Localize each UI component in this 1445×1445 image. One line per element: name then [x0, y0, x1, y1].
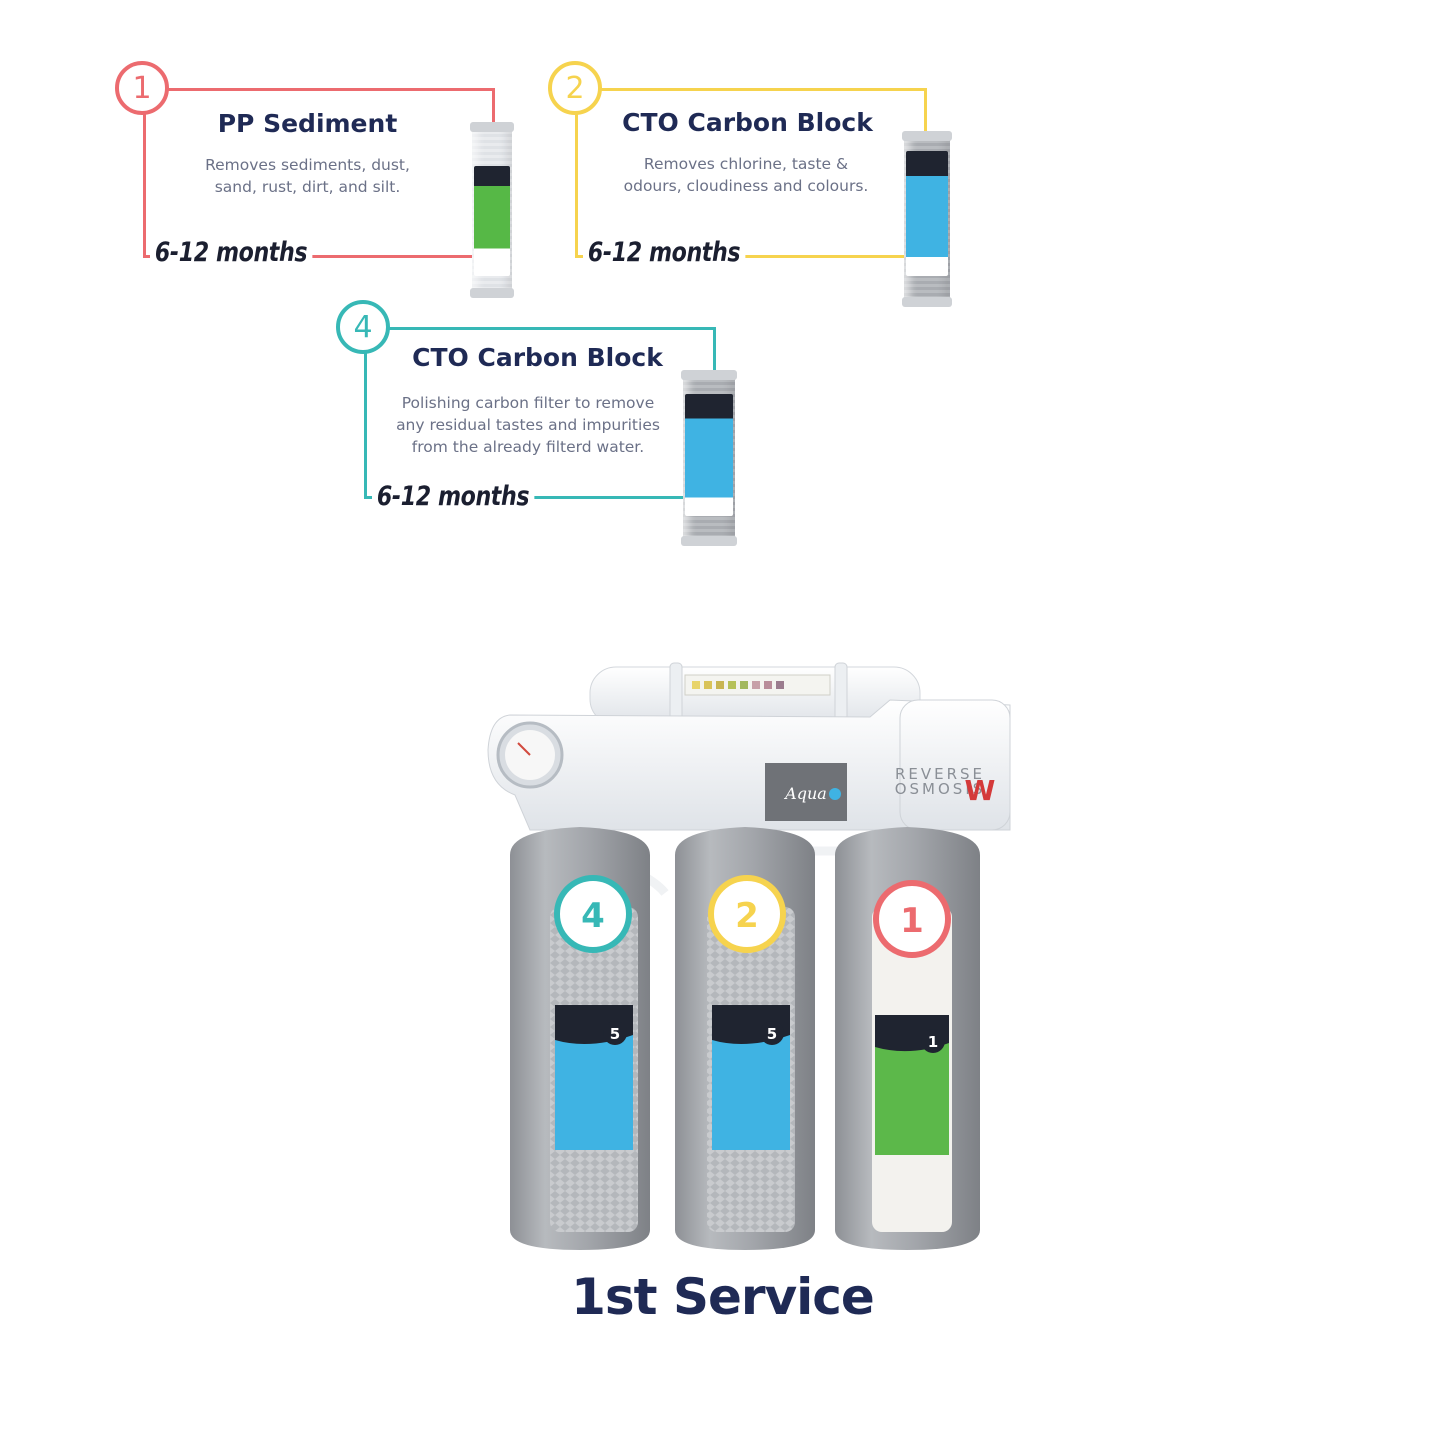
card-4-number-badge: 4 — [336, 300, 390, 354]
reverse-osmosis-unit-image: Aqua REVERSE OSMOSIS W 5 5 1 4 2 1 — [487, 662, 1011, 1250]
card-2-title: CTO Carbon Block — [622, 108, 873, 137]
card-4-title: CTO Carbon Block — [412, 343, 663, 372]
card-1-number: 1 — [132, 70, 152, 106]
unit-badge-2: 2 — [735, 896, 759, 936]
card-4-description: Polishing carbon filter to remove any re… — [396, 394, 660, 456]
card-4-number: 4 — [353, 309, 373, 345]
filter-4-stage-number: 5 — [610, 1025, 620, 1043]
unit-badge-4: 4 — [581, 896, 605, 936]
filter-1-stage-number: 1 — [928, 1033, 938, 1051]
card-2-cartridge-image — [902, 131, 952, 307]
card-1-description: Removes sediments, dust, sand, rust, dir… — [205, 156, 410, 196]
card-4-cartridge-image — [681, 370, 737, 546]
card-1-duration: 6-12 months — [150, 237, 313, 268]
card-1-number-badge: 1 — [115, 61, 169, 115]
card-1-title: PP Sediment — [217, 109, 398, 138]
certification-mark-icon: W — [965, 774, 996, 807]
card-1-cartridge-image — [470, 122, 514, 298]
card-2-description: Removes chlorine, taste & odours, cloudi… — [623, 155, 869, 195]
unit-product-line2: OSMOSIS — [895, 780, 986, 798]
unit-product-line1: REVERSE — [895, 765, 985, 783]
service-caption: 1st Service — [571, 1268, 875, 1326]
card-2-duration: 6-12 months — [583, 237, 746, 268]
unit-brand-text: Aqua — [783, 784, 827, 803]
card-2-number-badge: 2 — [548, 61, 602, 115]
unit-badge-1: 1 — [900, 901, 924, 941]
card-2-number: 2 — [565, 70, 585, 106]
filter-2-stage-number: 5 — [767, 1025, 777, 1043]
card-4-duration: 6-12 months — [372, 481, 535, 512]
